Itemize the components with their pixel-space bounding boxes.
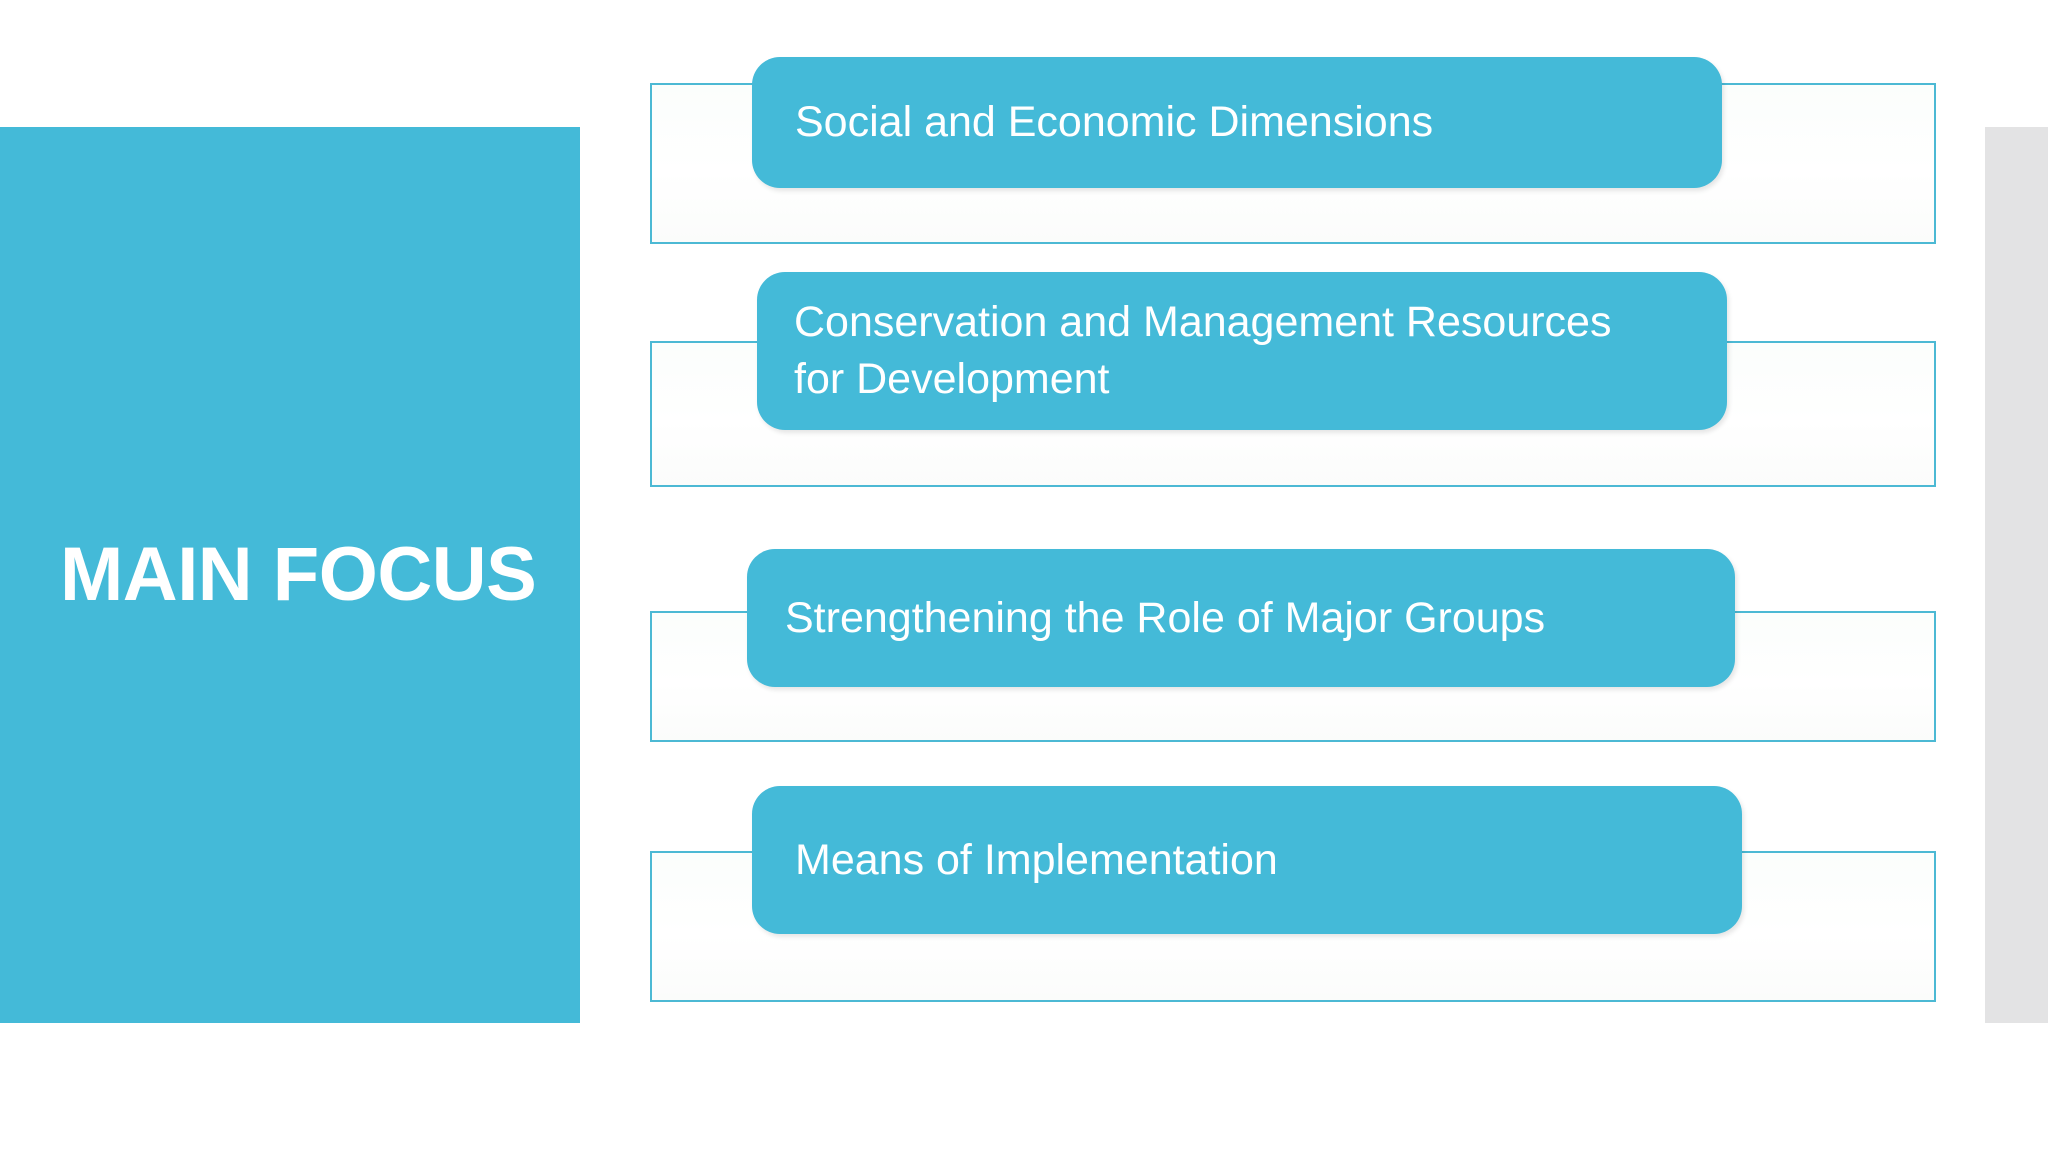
list-item-pill[interactable]: Strengthening the Role of Major Groups (747, 549, 1735, 687)
list-item-pill[interactable]: Social and Economic Dimensions (752, 57, 1722, 188)
list-item-pill[interactable]: Means of Implementation (752, 786, 1742, 934)
title-panel: MAIN FOCUS (0, 127, 580, 1023)
list-item-label: Strengthening the Role of Major Groups (785, 593, 1546, 642)
list-item-label: Means of Implementation (795, 835, 1278, 884)
list-item-label: Conservation and Management Resources fo… (794, 298, 1612, 403)
list-item-pill[interactable]: Conservation and Management Resources fo… (757, 272, 1727, 430)
right-accent-band (1985, 127, 2048, 1023)
page-title: MAIN FOCUS (60, 532, 537, 617)
list-item-label: Social and Economic Dimensions (795, 98, 1434, 146)
